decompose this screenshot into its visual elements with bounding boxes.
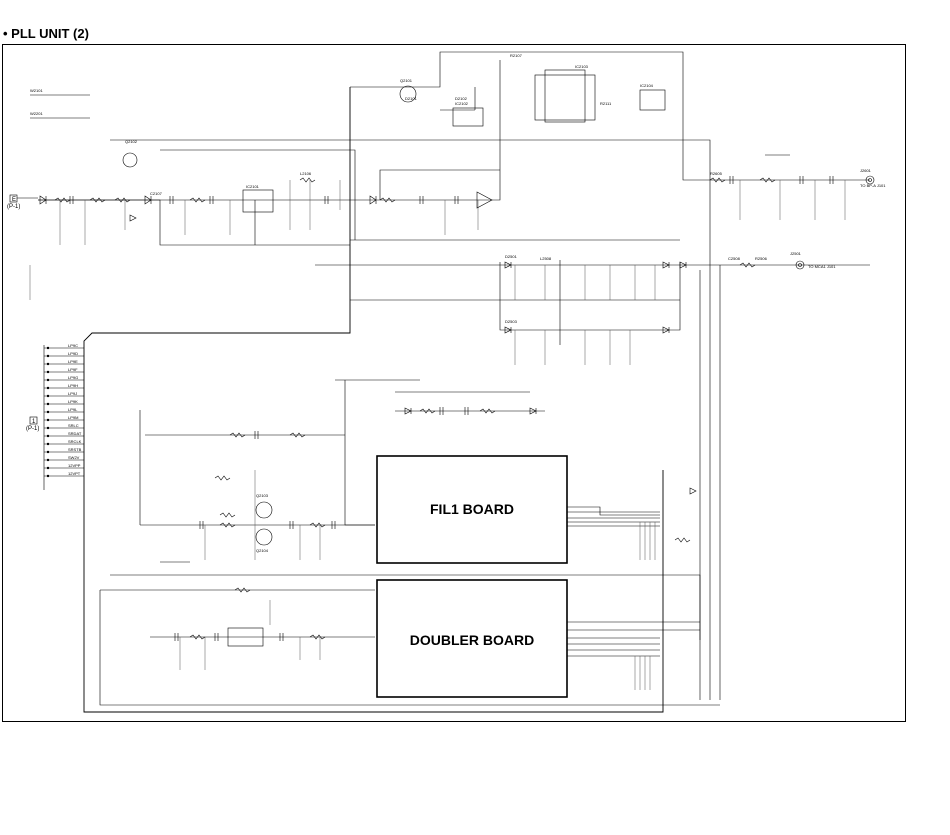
svg-text:(P-1): (P-1) [7, 204, 20, 210]
pin-dot [46, 426, 50, 430]
svg-text:IC2104: IC2104 [640, 83, 654, 88]
pin-signal-label: LP9K [68, 399, 78, 404]
pin-signal-label: SRCLK [68, 439, 82, 444]
label-r3: R2506 [755, 256, 768, 261]
label-r1: R2107 [510, 53, 523, 58]
pin-signal-label: SRDAT [68, 431, 82, 436]
pin-dot [46, 442, 50, 446]
label-l2: L2508 [540, 256, 552, 261]
label-d4: D2503 [505, 319, 518, 324]
connector-l: 1 (P-1) [26, 416, 39, 432]
connector-e: E (P-1) [7, 194, 38, 210]
svg-text:TO MCA1 J101: TO MCA1 J101 [808, 264, 836, 269]
svg-text:J2501: J2501 [790, 251, 802, 256]
resistor-chain-top [54, 177, 776, 268]
ic-top-4: IC2104 [639, 83, 666, 111]
ic-top-3: IC2103 [534, 64, 596, 123]
svg-text:1: 1 [32, 419, 36, 425]
fil1-board: FIL1 BOARD [376, 455, 568, 564]
label-wb1: W2101 [30, 88, 43, 93]
svg-text:FIL1 BOARD: FIL1 BOARD [430, 501, 514, 517]
pin-signal-label: 12VPP [68, 463, 81, 468]
pin-signal-label: LP9G [68, 375, 78, 380]
label-c1: C2107 [150, 191, 163, 196]
pin-dot [46, 394, 50, 398]
pin-signal-rows: LP9C LP9D LP9E LP9F LP9G LP9H LP9J LP9K LP9L LP9M… [44, 343, 84, 478]
pin-signal-label: SRSTB [68, 447, 82, 452]
pin-dot [46, 402, 50, 406]
pin-dot [46, 434, 50, 438]
svg-text:Q2102: Q2102 [125, 139, 138, 144]
opamp-symbol [476, 191, 493, 209]
ic-top-2: IC2102 [452, 101, 484, 127]
svg-text:IC2102: IC2102 [455, 101, 469, 106]
pin-signal-label: SW2V [68, 455, 80, 460]
label-d3: D2501 [505, 254, 518, 259]
pin-signal-label: LP9J [68, 391, 77, 396]
pin-dot [46, 410, 50, 414]
pin-dot [46, 474, 50, 478]
pin-dot [46, 346, 50, 350]
upper-bus [350, 51, 684, 88]
svg-text:IC2103: IC2103 [575, 64, 589, 69]
coax-out-b: TO MCA1 J101 J2501 [790, 251, 836, 270]
label-wb2: W2201 [30, 111, 43, 116]
pin-dot [46, 466, 50, 470]
doubler-output-bundle [567, 621, 700, 657]
transistor-q2103: Q2103 [255, 493, 273, 519]
pin-dot [46, 354, 50, 358]
aux-line-a [440, 87, 476, 111]
coax-out-a: TO BP-A J101 J2601 [860, 168, 886, 188]
pin-signal-label: LP9F [68, 367, 78, 372]
doubler-capacitors [174, 633, 284, 641]
label-c2: C2508 [728, 256, 741, 261]
svg-text:E: E [12, 197, 16, 203]
svg-text:Q2103: Q2103 [256, 493, 269, 498]
signal-line-upper [110, 139, 711, 700]
pin-signal-label: LP9D [68, 351, 78, 356]
doubler-resistors [189, 587, 326, 640]
transistor-q2101: Q2101 [399, 78, 417, 103]
label-l1: L2106 [300, 171, 312, 176]
pin-signal-label: LP9C [68, 343, 78, 348]
svg-text:Q2101: Q2101 [400, 78, 413, 83]
doubler-board: DOUBLER BOARD [376, 579, 568, 698]
main-bus-outline [83, 87, 664, 713]
transistor-q2104: Q2104 [255, 528, 273, 553]
svg-text:(P-1): (P-1) [26, 426, 39, 432]
pin-dot [46, 386, 50, 390]
label-d2: D2102 [455, 96, 468, 101]
page-title: • PLL UNIT (2) [3, 26, 89, 41]
pin-signal-label: LP9E [68, 359, 78, 364]
pin-signal-label: LP9H [68, 383, 78, 388]
svg-text:DOUBLER BOARD: DOUBLER BOARD [410, 632, 534, 648]
pin-dot [46, 378, 50, 382]
svg-text:J2601: J2601 [860, 168, 872, 173]
pin-dot [46, 370, 50, 374]
fil1-output-bundle [567, 506, 660, 527]
diode-symbols [39, 195, 697, 495]
pin-signal-label: SRLC [68, 423, 79, 428]
capacitors-top [69, 176, 834, 204]
pin-dot [46, 362, 50, 366]
pin-dot [46, 418, 50, 422]
pin-dot [46, 450, 50, 454]
signal-line-mid [160, 149, 356, 240]
pin-dot [46, 458, 50, 462]
vertical-legs-top [29, 180, 846, 365]
svg-text:IC2101: IC2101 [246, 184, 260, 189]
svg-text:TO BP-A J101: TO BP-A J101 [860, 183, 886, 188]
ic-top-1: IC2101 [242, 184, 274, 213]
transistor-q2102: Q2102 [122, 139, 138, 168]
svg-text:Q2104: Q2104 [256, 548, 269, 553]
label-r4: R2605 [710, 171, 723, 176]
pin-signal-label: 12VPT [68, 471, 81, 476]
pin-signal-label: LP9M [68, 415, 78, 420]
schematic-frame [2, 44, 906, 722]
pin-signal-label: LP9L [68, 407, 78, 412]
label-d1: D2101 [405, 96, 418, 101]
label-r2: R2111 [600, 101, 612, 106]
top-right-line [682, 88, 870, 181]
